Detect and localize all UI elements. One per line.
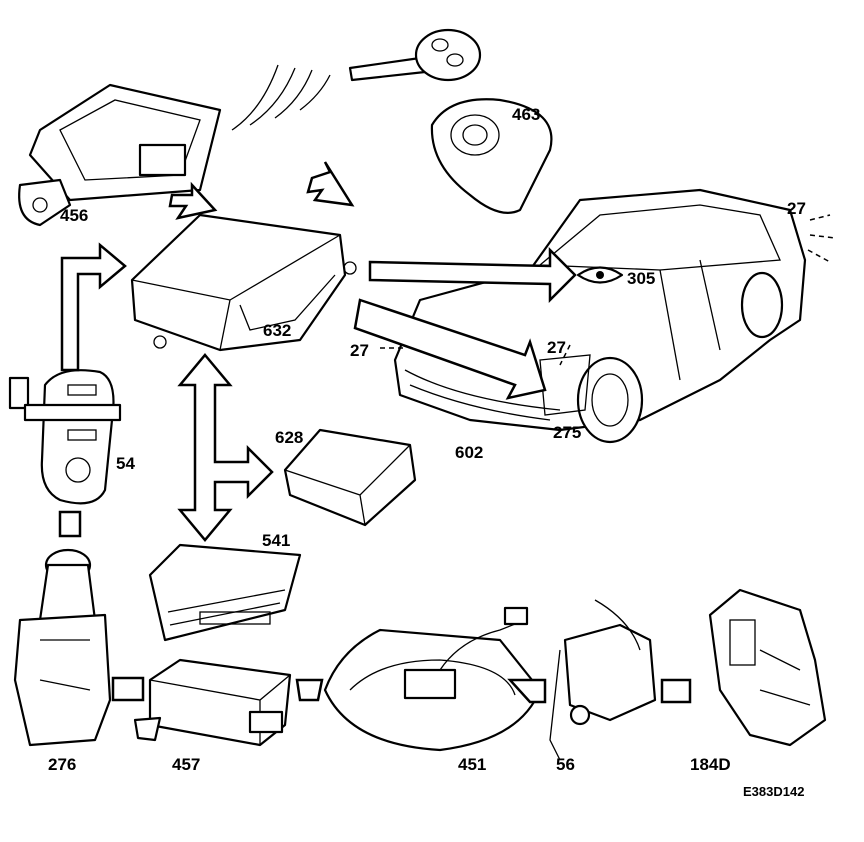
lock-56 bbox=[549, 599, 657, 761]
arrow-54-to-632 bbox=[60, 242, 127, 372]
label-628: 628 bbox=[275, 428, 303, 447]
label-457: 457 bbox=[172, 755, 200, 774]
display-541 bbox=[148, 543, 302, 642]
ignition-switch bbox=[430, 98, 553, 214]
label-27-rear: 27 bbox=[787, 199, 806, 218]
remote-key bbox=[231, 28, 482, 131]
console-451 bbox=[323, 606, 542, 752]
switch-54 bbox=[8, 369, 122, 505]
arrow-632-to-horn bbox=[353, 298, 547, 400]
eye-icon bbox=[576, 266, 624, 284]
module-628 bbox=[283, 428, 417, 527]
label-276: 276 bbox=[48, 755, 76, 774]
car-602 bbox=[393, 188, 807, 444]
control-unit-632 bbox=[130, 213, 357, 352]
module-457 bbox=[133, 658, 292, 747]
label-184d: 184D bbox=[690, 755, 731, 774]
arrow-key-to-632 bbox=[306, 161, 355, 207]
module-456 bbox=[18, 83, 222, 227]
connector-blocks bbox=[58, 510, 692, 704]
label-305: 305 bbox=[627, 269, 655, 288]
label-275: 275 bbox=[553, 423, 581, 442]
lamp-rays bbox=[380, 214, 836, 366]
label-56: 56 bbox=[556, 755, 575, 774]
label-27-front-left: 27 bbox=[350, 341, 369, 360]
label-451: 451 bbox=[458, 755, 486, 774]
label-463: 463 bbox=[512, 105, 540, 124]
lever-276 bbox=[13, 548, 112, 747]
label-541: 541 bbox=[262, 531, 290, 550]
label-456: 456 bbox=[60, 206, 88, 225]
flow-arrows bbox=[60, 161, 577, 542]
arrow-632-to-indicator bbox=[368, 246, 577, 304]
arrow-632-541-628 bbox=[177, 353, 274, 542]
label-54: 54 bbox=[116, 454, 135, 473]
arrow-456-to-632 bbox=[168, 181, 218, 220]
label-632: 632 bbox=[263, 321, 291, 340]
label-27-front-right: 27 bbox=[547, 338, 566, 357]
lock-184d bbox=[708, 588, 827, 747]
label-602: 602 bbox=[455, 443, 483, 462]
reference-code: E383D142 bbox=[743, 784, 804, 799]
